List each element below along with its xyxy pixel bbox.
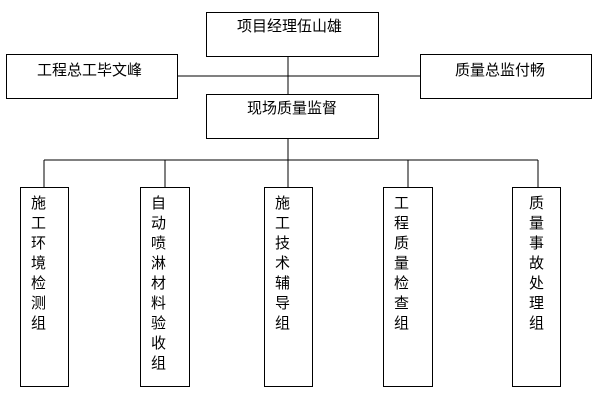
group-label-5: 质量事故处理组 bbox=[529, 194, 545, 332]
group-label-2: 自动喷淋材料验收组 bbox=[151, 194, 167, 372]
project-manager-box: 项目经理伍山雄 bbox=[206, 12, 379, 57]
site-supervision-box: 现场质量监督 bbox=[206, 94, 379, 139]
group-box-4: 工程质量检查组 bbox=[383, 187, 433, 387]
chief-engineer-label: 工程总工毕文峰 bbox=[37, 61, 143, 79]
group-label-1: 施工环境检测组 bbox=[31, 194, 47, 332]
site-supervision-label: 现场质量监督 bbox=[247, 99, 338, 117]
group-label-4: 工程质量检查组 bbox=[394, 194, 410, 332]
quality-director-label: 质量总监付畅 bbox=[455, 61, 546, 79]
group-box-3: 施工技术辅导组 bbox=[264, 187, 313, 387]
quality-director-box: 质量总监付畅 bbox=[420, 54, 592, 99]
group-box-1: 施工环境检测组 bbox=[20, 187, 69, 387]
group-box-5: 质量事故处理组 bbox=[512, 187, 561, 387]
project-manager-label: 项目经理伍山雄 bbox=[237, 17, 343, 35]
chief-engineer-box: 工程总工毕文峰 bbox=[6, 54, 178, 99]
group-box-2: 自动喷淋材料验收组 bbox=[140, 187, 190, 387]
group-label-3: 施工技术辅导组 bbox=[275, 194, 291, 332]
